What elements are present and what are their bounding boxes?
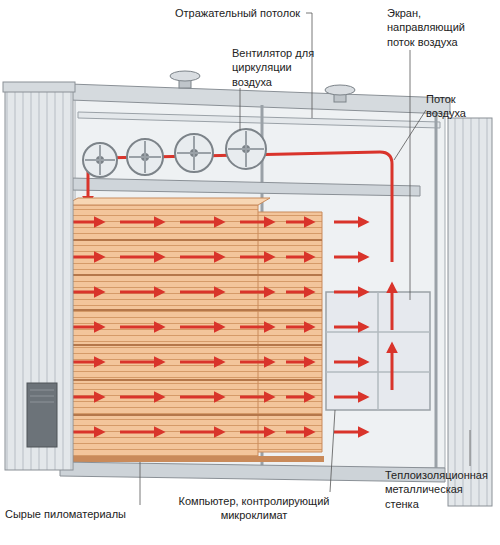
lumber-top xyxy=(65,198,270,205)
callout-label: Теплоизоляционная металлическая стенка xyxy=(385,468,497,511)
callout-label: Экран, направляющий поток воздуха xyxy=(387,6,487,49)
fan xyxy=(175,134,213,172)
fan xyxy=(83,143,117,177)
leader-line xyxy=(394,110,426,160)
leader-line xyxy=(410,50,411,300)
fan xyxy=(226,129,266,169)
fan xyxy=(127,139,163,175)
fan-deck xyxy=(70,178,420,196)
fan-blade xyxy=(129,141,161,173)
callout-label: Отражательный потолок xyxy=(175,6,310,20)
lumber-base xyxy=(62,456,324,462)
door-grille xyxy=(30,390,54,402)
airflow-arrow xyxy=(72,432,366,433)
wall-cap xyxy=(3,82,75,92)
leader-line xyxy=(240,88,241,130)
airflow-arrow xyxy=(391,345,394,390)
fan-blade xyxy=(85,145,115,175)
wall-panel xyxy=(448,118,492,506)
airflow-arrow xyxy=(72,257,366,258)
frame-column xyxy=(435,112,438,468)
fan-blade xyxy=(177,136,211,170)
roof-vent xyxy=(170,71,200,81)
reflective-ceiling xyxy=(78,112,440,128)
callout-label: Компьютер, контролирующий микроклимат xyxy=(165,494,343,523)
callout-label: Поток воздуха xyxy=(426,92,488,121)
airflow-arrow xyxy=(72,362,366,363)
roof-vent xyxy=(325,85,355,95)
roof-slab xyxy=(70,84,450,114)
air-screen xyxy=(326,292,430,410)
wall-panel xyxy=(5,90,73,470)
leader-line xyxy=(330,410,335,492)
leader-line xyxy=(470,430,471,466)
callout-label: Вентилятор для циркуляции воздуха xyxy=(232,46,332,89)
airflow-arrow xyxy=(72,327,366,328)
screen-frame xyxy=(326,292,430,410)
airflow-arrow xyxy=(72,292,366,293)
leader-line xyxy=(140,462,141,505)
lumber-stack xyxy=(65,205,258,458)
airflow-arrow xyxy=(72,222,366,223)
airflow-arrow xyxy=(391,285,394,330)
door xyxy=(27,383,57,447)
airflow-arrow xyxy=(72,397,366,398)
leader-line xyxy=(306,13,312,118)
fan-blade xyxy=(228,131,264,167)
callout-label: Сырые пиломатериалы xyxy=(5,507,155,521)
